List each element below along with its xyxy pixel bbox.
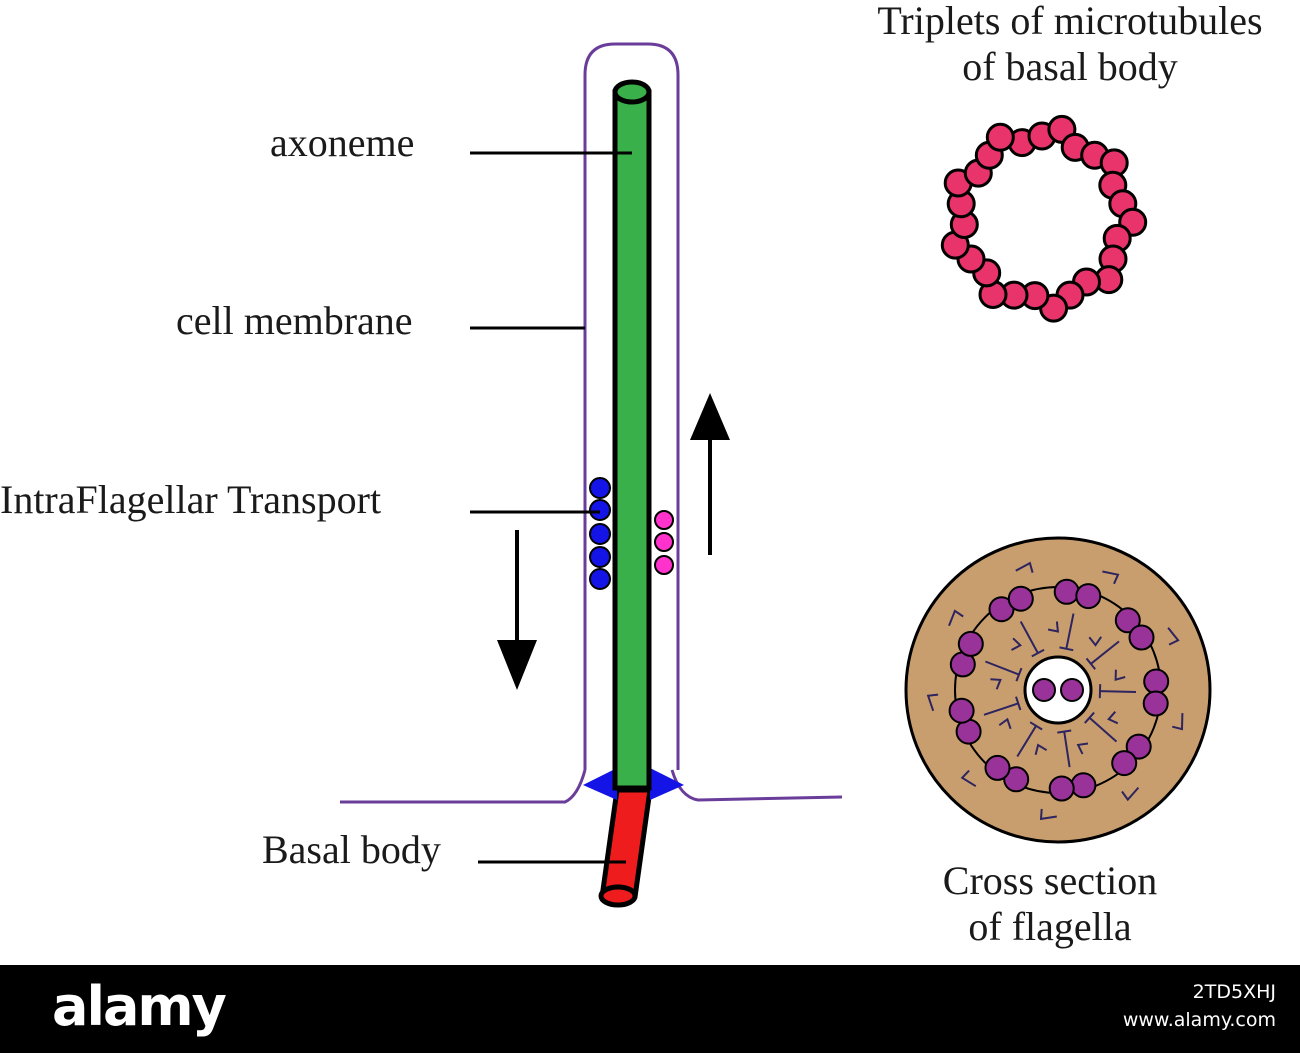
radial-spoke [1088, 717, 1118, 743]
doublet-microtubule [1142, 690, 1169, 717]
radial-spoke [1099, 690, 1137, 693]
dynein-arm [960, 769, 977, 788]
doublet-microtubule [1048, 775, 1075, 802]
inner-link [1076, 742, 1089, 755]
dynein-arm [926, 693, 939, 712]
arrow-down-icon [497, 530, 537, 690]
dynein-arm [1121, 786, 1140, 802]
dynein-arm [1172, 713, 1184, 731]
triplets-title-line2: of basal body [962, 44, 1178, 89]
doublet-microtubule [1114, 607, 1141, 634]
radial-spoke [983, 702, 1019, 716]
inner-link [998, 717, 1012, 730]
inner-link [1011, 637, 1022, 651]
transition-zone-right [650, 768, 684, 800]
central-microtubule [1060, 678, 1084, 702]
spoke-head [1015, 667, 1023, 682]
inner-link [1034, 743, 1048, 755]
watermark-footer: alamy 2TD5XHJ www.alamy.com [0, 965, 1300, 1053]
cross-section-title-line2: of flagella [968, 904, 1132, 949]
radial-spoke [1016, 725, 1037, 758]
radial-spoke [1019, 621, 1039, 654]
inner-link [1107, 711, 1119, 725]
triplet-microtubule [985, 122, 1015, 152]
spoke-head [1057, 729, 1072, 734]
radial-spoke [985, 660, 1020, 676]
ift-retrograde-particles [589, 477, 611, 590]
doublet-microtubule [957, 630, 984, 657]
radial-spoke [1065, 613, 1075, 650]
inner-link [1047, 621, 1060, 633]
radial-spoke [1090, 640, 1120, 665]
central-microtubule [1032, 678, 1056, 702]
spoke-head [1031, 648, 1045, 658]
dynein-arm [948, 609, 964, 627]
dynein-arm [1015, 561, 1034, 573]
doublet-microtubule [1070, 772, 1097, 799]
basal-body-label: Basal body [262, 827, 441, 872]
doublet-microtubule [1075, 583, 1102, 610]
cell-surface-membrane [340, 769, 843, 804]
triplets-title-line1: Triplets of microtubules [877, 0, 1263, 43]
doublet-microtubule [1143, 668, 1170, 695]
dynein-arm [1039, 808, 1057, 821]
doublet-microtubule [1111, 750, 1138, 777]
transition-zone-left [583, 768, 617, 800]
spoke-head [1059, 646, 1074, 652]
flagellum-membrane [583, 42, 680, 770]
radial-spokes [926, 561, 1184, 821]
cross-section-title-line1: Cross section [942, 858, 1158, 903]
dynein-arm [1102, 570, 1120, 585]
doublet-microtubule [948, 697, 975, 724]
spoke-head [1085, 657, 1096, 670]
axoneme [612, 79, 652, 791]
basal-body-triplets [940, 114, 1148, 323]
site-url: www.alamy.com [1122, 1008, 1276, 1031]
spoke-head [1084, 711, 1095, 724]
inner-link [1114, 669, 1126, 682]
triplets-title: Triplets of microtubules of basal body [840, 0, 1300, 90]
cell-membrane-label: cell membrane [176, 298, 413, 343]
diagram: axoneme cell membrane IntraFlagellar Tra… [0, 0, 1300, 950]
inner-link [1088, 636, 1103, 647]
ift-anterograde-particles [654, 510, 674, 575]
dynein-arm [1167, 627, 1180, 646]
spoke-head [1015, 696, 1022, 711]
doublet-microtubule [984, 754, 1011, 781]
doublet-microtubule [1007, 585, 1034, 612]
spoke-head [1029, 721, 1043, 731]
radial-spoke [1063, 731, 1071, 768]
doublet-microtubule [1053, 578, 1080, 605]
flagellum-diagram [340, 42, 1212, 908]
cross-section-title: Cross section of flagella [880, 858, 1220, 950]
doublet-microtubule [1128, 624, 1155, 651]
outer-doublets [948, 578, 1170, 802]
arrow-up-icon [690, 393, 730, 555]
cross-section [904, 536, 1212, 844]
basal-body [598, 787, 653, 908]
doublet-microtubule [1003, 766, 1030, 793]
leader-lines [470, 151, 632, 864]
inner-link [990, 678, 1002, 690]
doublet-microtubule [1125, 733, 1152, 760]
axoneme-label: axoneme [270, 120, 415, 165]
image-id: 2TD5XHJ [1192, 981, 1276, 1003]
brand-logo: alamy [52, 975, 227, 1038]
central-sheath [1023, 655, 1093, 725]
ift-label: IntraFlagellar Transport [0, 477, 382, 522]
image-meta: 2TD5XHJ www.alamy.com [1123, 979, 1276, 1034]
